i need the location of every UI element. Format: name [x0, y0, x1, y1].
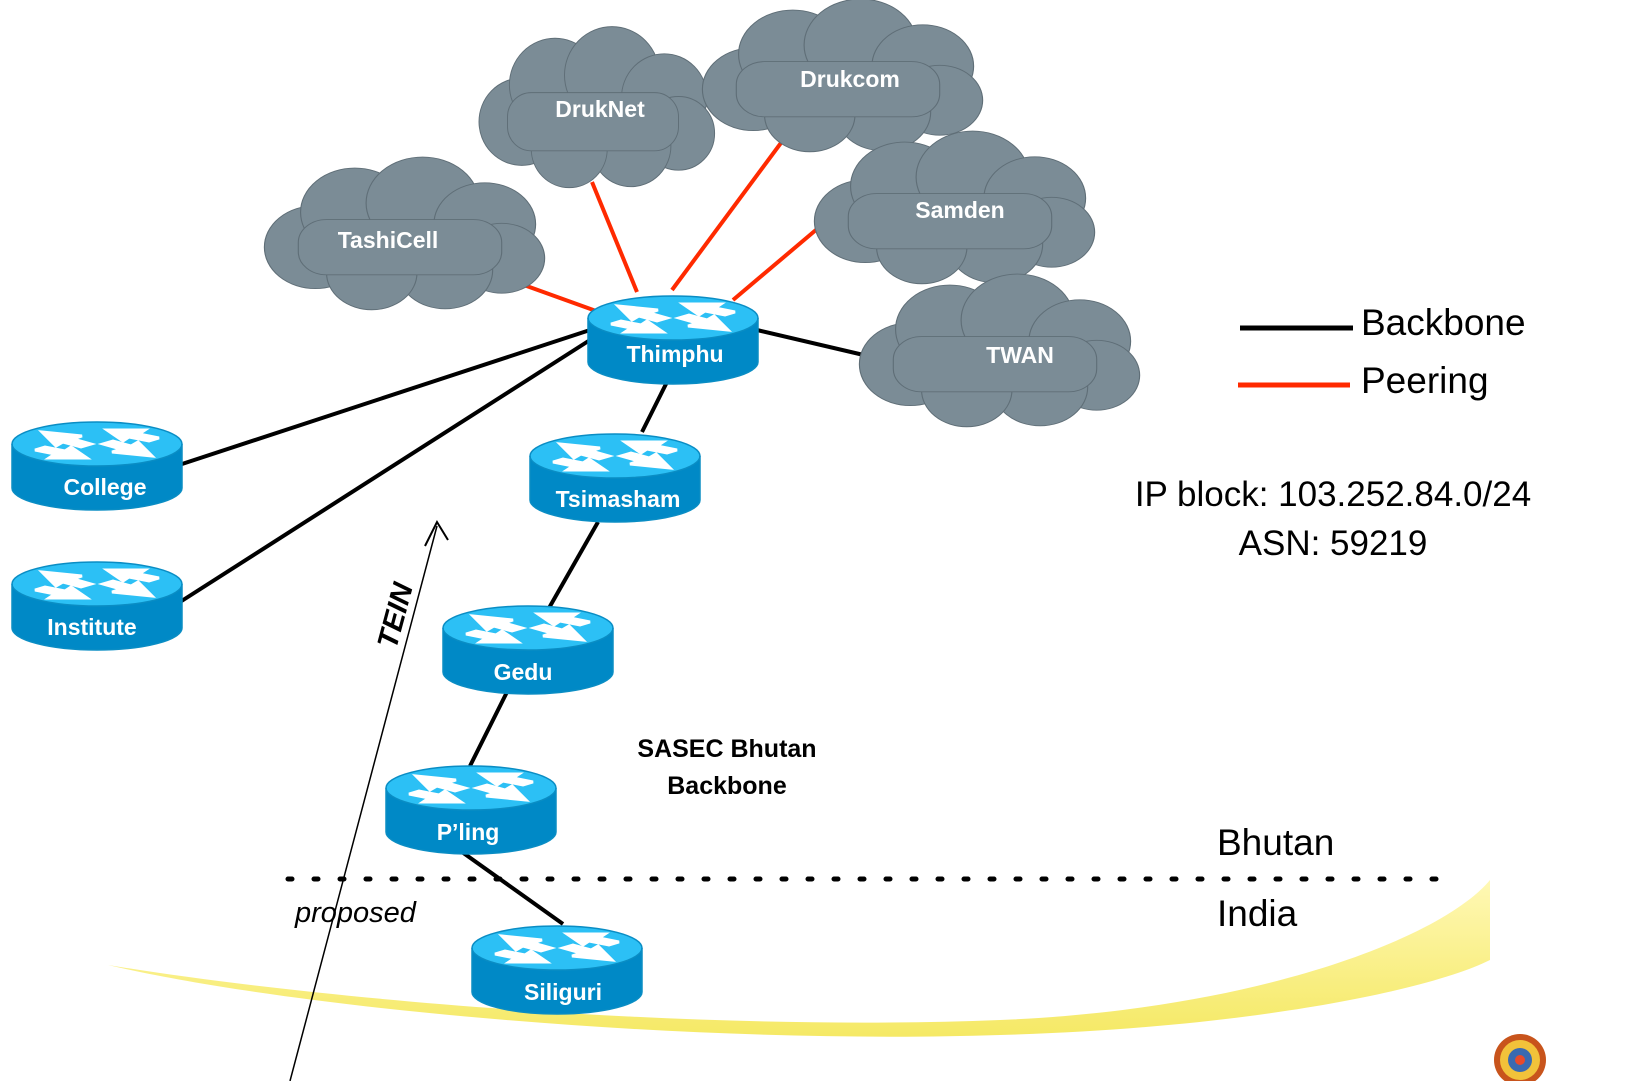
backbone-title-line1: SASEC Bhutan: [637, 735, 816, 763]
asn-text: ASN: 59219: [1239, 524, 1428, 563]
router-institute: Institute: [10, 560, 184, 652]
legend: Backbone Peering: [1238, 302, 1526, 401]
cloud-label-drukcom: Drukcom: [800, 66, 900, 92]
router-label-siliguri: Siliguri: [524, 979, 602, 1005]
cloud-label-twan: TWAN: [986, 342, 1054, 368]
cloud-twan: TWAN: [858, 273, 1141, 428]
router-label-college: College: [63, 474, 146, 500]
emblem-logo: [1494, 1034, 1546, 1081]
link-drukcom-thimphu: [670, 126, 794, 292]
proposed-label: proposed: [294, 897, 417, 929]
router-label-tsimasham: Tsimasham: [556, 486, 681, 512]
cloud-druknet: DrukNet: [478, 26, 716, 189]
legend-peering-label: Peering: [1361, 360, 1489, 401]
router-pling: P’ling: [384, 764, 558, 856]
link-druknet-thimphu: [590, 181, 639, 293]
router-label-gedu: Gedu: [494, 659, 553, 685]
router-tsimasham: Tsimasham: [528, 432, 702, 524]
ip-block-text: IP block: 103.252.84.0/24: [1135, 475, 1531, 514]
india-label: India: [1217, 893, 1298, 934]
link-pling-siliguri: [460, 850, 565, 926]
legend-backbone-label: Backbone: [1361, 302, 1526, 343]
link-gedu-pling: [468, 691, 509, 767]
router-label-institute: Institute: [47, 614, 136, 640]
tein-arrow: [289, 519, 449, 1081]
router-label-thimphu: Thimphu: [626, 341, 723, 367]
link-tsimasham-gedu: [547, 521, 600, 609]
cloud-samden: Samden: [813, 130, 1096, 285]
router-thimphu: Thimphu: [586, 294, 760, 386]
cloud-label-samden: Samden: [915, 197, 1004, 223]
link-thimphu-institute: [178, 338, 592, 604]
cloud-tashicell: TashiCell: [263, 156, 546, 311]
router-college: College: [10, 420, 184, 512]
link-thimphu-college: [181, 328, 591, 466]
bhutan-label: Bhutan: [1217, 822, 1334, 863]
cloud-label-druknet: DrukNet: [555, 96, 645, 122]
router-siliguri: Siliguri: [470, 924, 644, 1016]
cloud-label-tashicell: TashiCell: [338, 227, 439, 253]
cloud-drukcom: Drukcom: [701, 0, 984, 153]
backbone-title-line2: Backbone: [667, 772, 787, 800]
router-gedu: Gedu: [441, 604, 615, 696]
router-label-pling: P’ling: [437, 819, 500, 845]
